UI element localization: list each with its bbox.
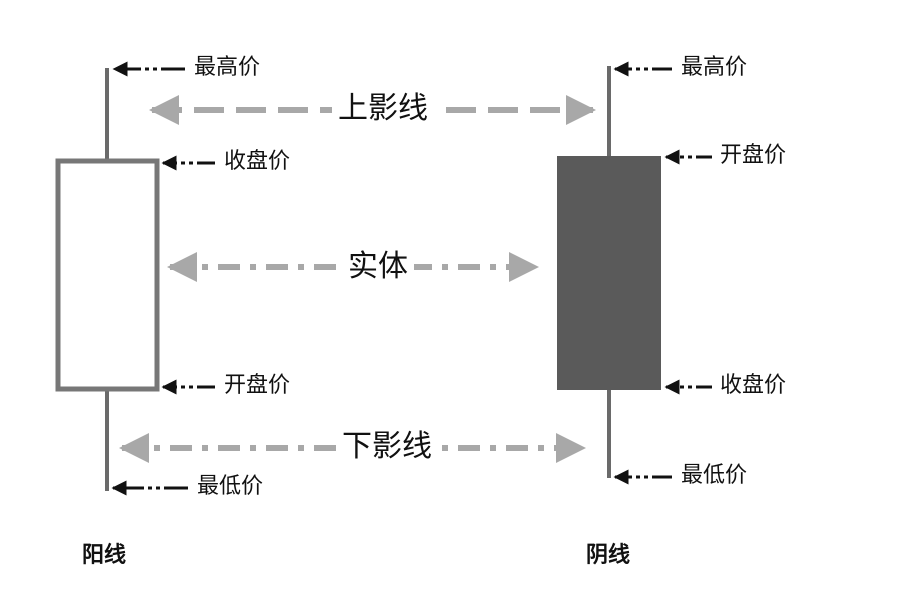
upper-shadow-label: 上影线 xyxy=(332,94,434,124)
bullish-body xyxy=(55,158,160,392)
bearish-open-label: 开盘价 xyxy=(720,143,787,168)
bearish-close-label: 收盘价 xyxy=(720,373,787,398)
bullish-caption: 阳线 xyxy=(82,543,127,568)
bullish-low-label: 最低价 xyxy=(197,474,264,499)
bullish-high-label: 最高价 xyxy=(194,55,261,80)
bullish-close-label: 收盘价 xyxy=(224,149,291,174)
bearish-body xyxy=(557,156,661,390)
bearish-high-label: 最高价 xyxy=(681,55,748,80)
lower-shadow-label: 下影线 xyxy=(336,432,438,462)
body-label: 实体 xyxy=(342,252,414,282)
bearish-caption: 阴线 xyxy=(586,543,631,568)
bullish-open-label: 开盘价 xyxy=(224,373,291,398)
bearish-low-label: 最低价 xyxy=(681,463,748,488)
